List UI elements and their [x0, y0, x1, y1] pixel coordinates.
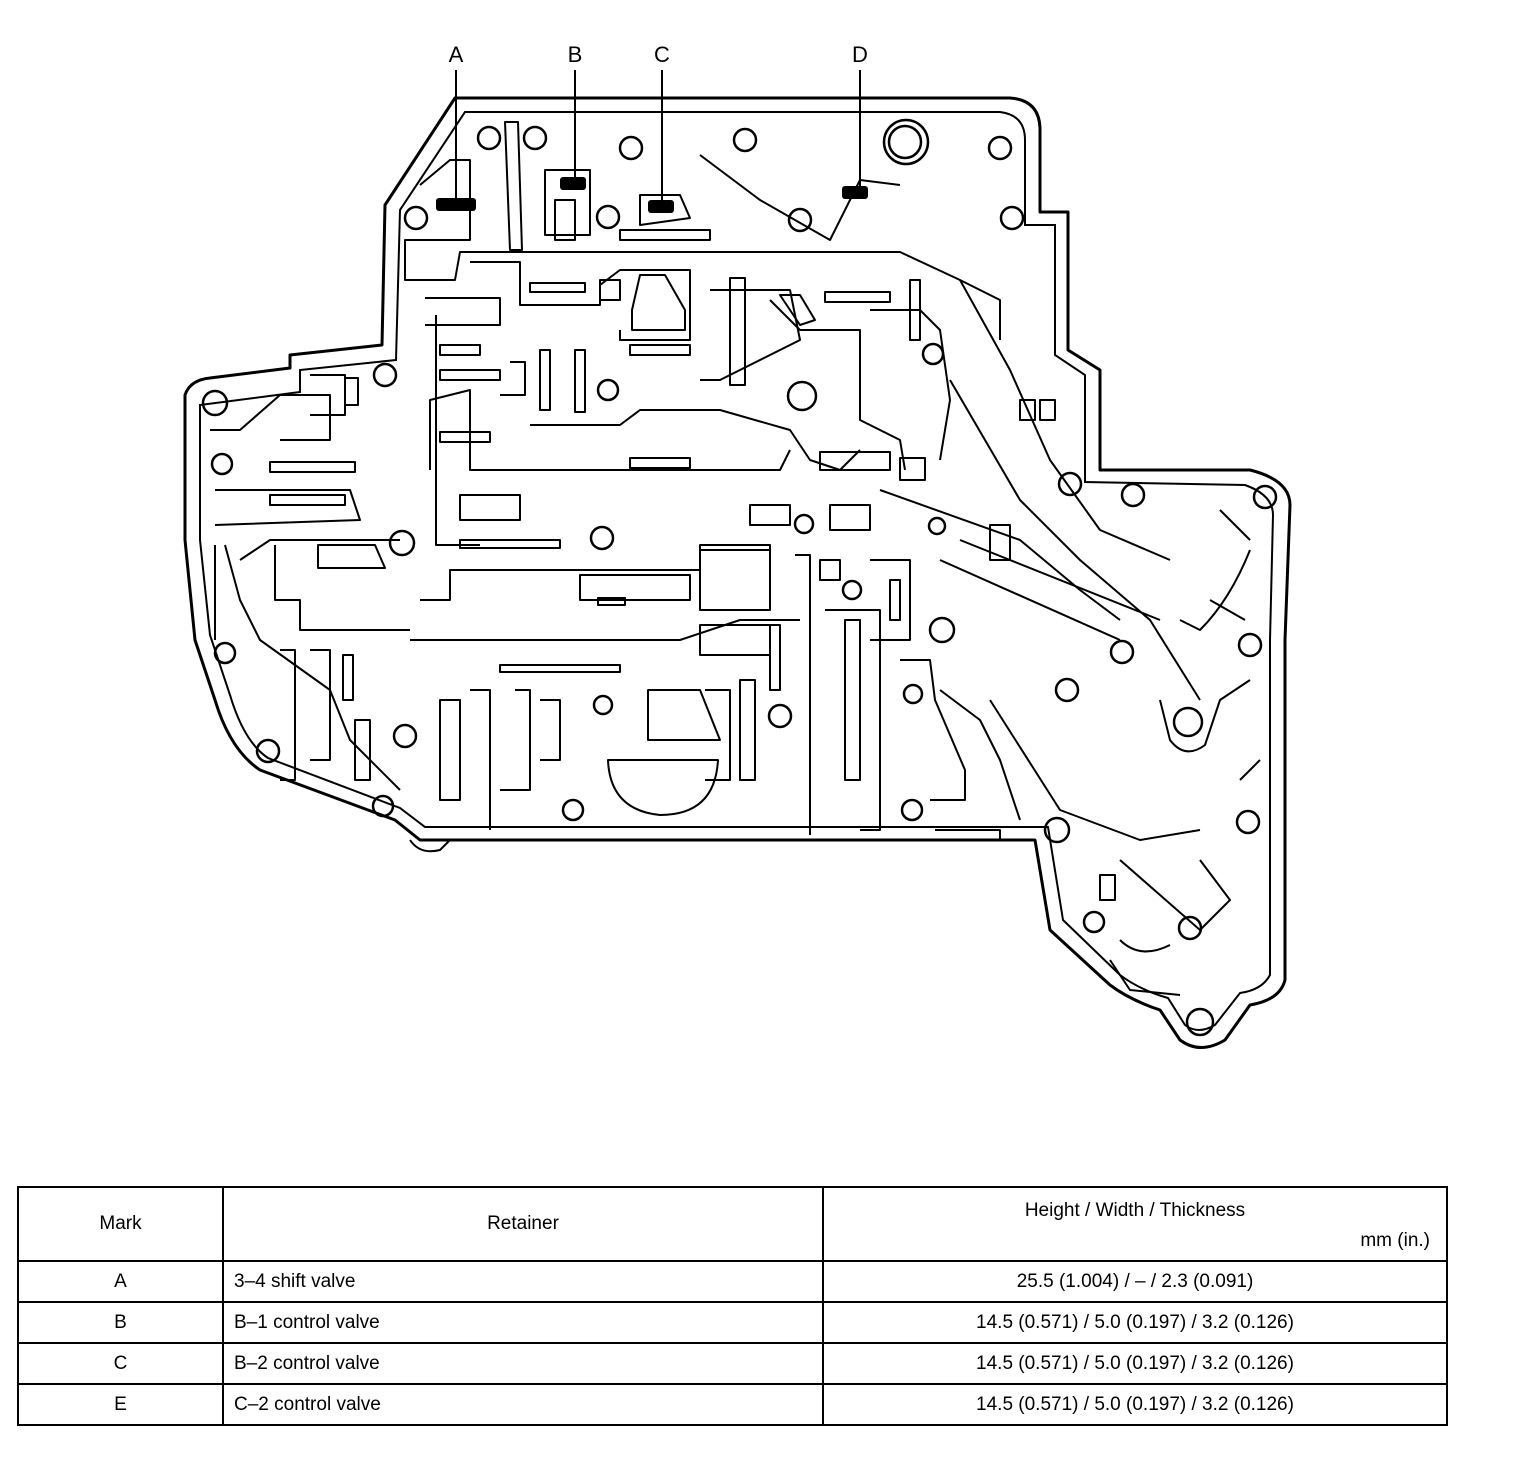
table-row: B B–1 control valve 14.5 (0.571) / 5.0 (…	[17, 1301, 1448, 1344]
table-row: A 3–4 shift valve 25.5 (1.004) / – / 2.3…	[17, 1260, 1448, 1303]
table-row: E C–2 control valve 14.5 (0.571) / 5.0 (…	[17, 1383, 1448, 1426]
valve-body-inner-outline	[199, 111, 1275, 1031]
row-retainer: B–2 control valve	[222, 1342, 824, 1385]
row-dimensions: 14.5 (0.571) / 5.0 (0.197) / 3.2 (0.126)	[822, 1301, 1448, 1344]
bolt-holes	[201, 118, 1278, 1037]
fluid-passages	[210, 121, 1261, 996]
leader-lines	[455, 70, 861, 200]
retainer-a	[436, 198, 476, 211]
header-retainer: Retainer	[222, 1186, 824, 1262]
valve-body-diagram: A B C D	[183, 42, 1292, 1049]
valve-body-outline	[183, 96, 1292, 1049]
mark-label-b: B	[568, 42, 583, 67]
row-dimensions: 14.5 (0.571) / 5.0 (0.197) / 3.2 (0.126)	[822, 1383, 1448, 1426]
header-mark: Mark	[17, 1186, 224, 1262]
row-mark: E	[17, 1383, 224, 1426]
row-retainer: 3–4 shift valve	[222, 1260, 824, 1303]
row-retainer: C–2 control valve	[222, 1383, 824, 1426]
row-mark: A	[17, 1260, 224, 1303]
row-dimensions: 14.5 (0.571) / 5.0 (0.197) / 3.2 (0.126)	[822, 1342, 1448, 1385]
table-header-row: Mark Retainer Height / Width / Thickness…	[17, 1186, 1448, 1262]
mark-label-c: C	[654, 42, 670, 67]
row-mark: C	[17, 1342, 224, 1385]
header-dimensions-cell: Height / Width / Thickness mm (in.)	[822, 1186, 1448, 1262]
row-dimensions: 25.5 (1.004) / – / 2.3 (0.091)	[822, 1260, 1448, 1303]
header-dimensions: Height / Width / Thickness	[1024, 1200, 1246, 1221]
row-retainer: B–1 control valve	[222, 1301, 824, 1344]
retainers	[436, 177, 868, 213]
header-unit: mm (in.)	[1360, 1230, 1430, 1251]
retainer-c	[648, 200, 674, 213]
row-mark: B	[17, 1301, 224, 1344]
mark-label-d: D	[852, 42, 868, 67]
table-row: C B–2 control valve 14.5 (0.571) / 5.0 (…	[17, 1342, 1448, 1385]
retainer-spec-table: Mark Retainer Height / Width / Thickness…	[17, 1186, 1448, 1426]
retainer-d	[842, 186, 868, 199]
mark-label-a: A	[449, 42, 464, 67]
retainer-b	[560, 177, 586, 190]
